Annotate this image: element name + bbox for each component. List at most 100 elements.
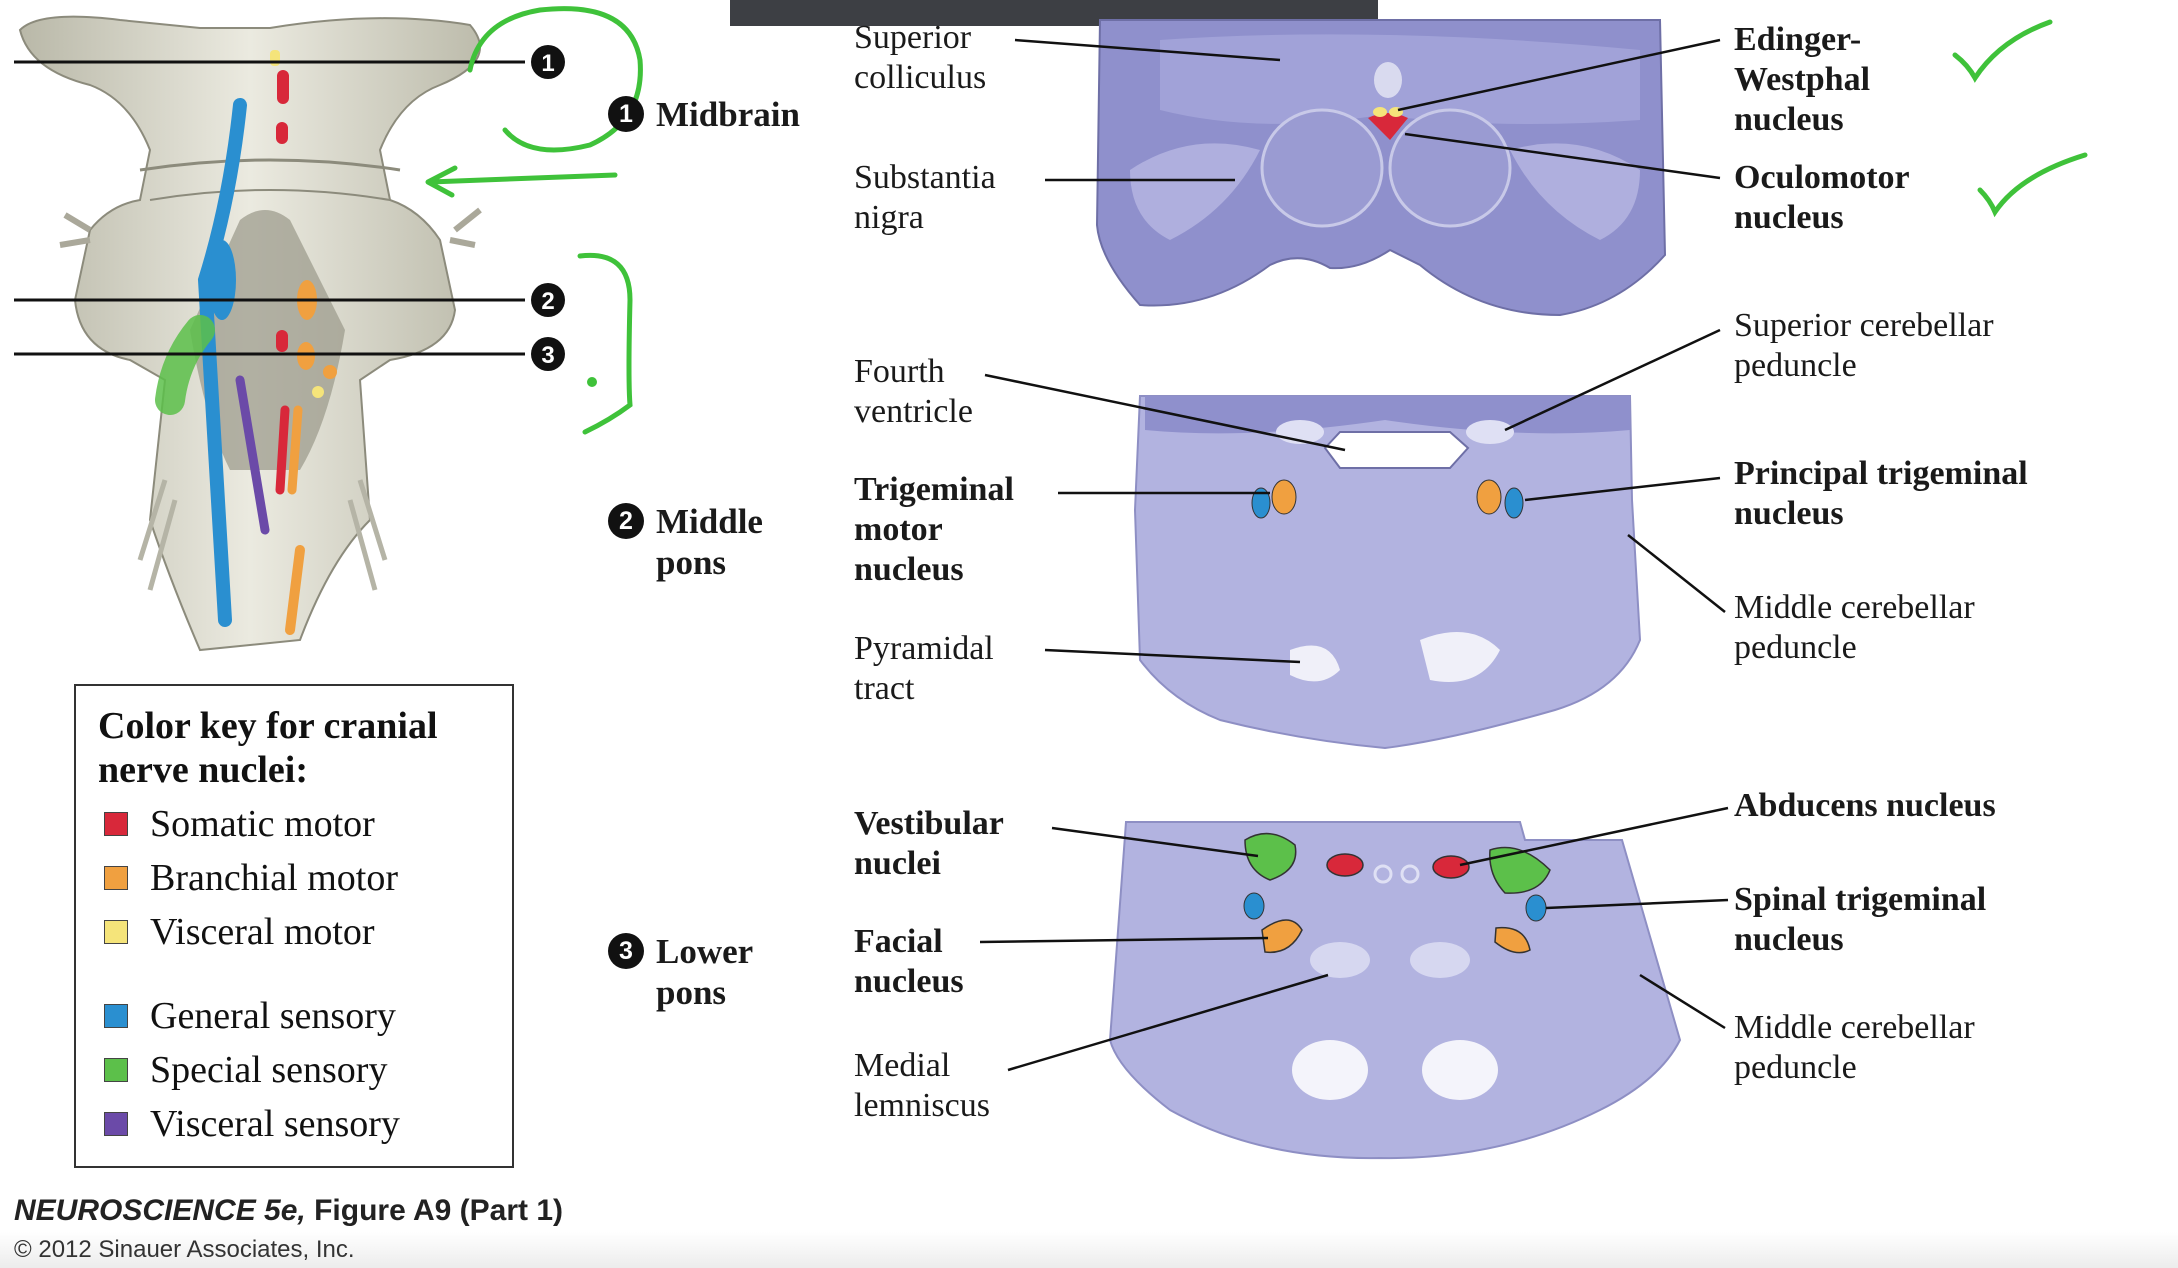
superior-cerebellar-peduncle-right — [1466, 420, 1514, 444]
annotation-bracket — [577, 252, 633, 435]
key-item-general-sensory: General sensory — [104, 994, 396, 1038]
section-number: 3 — [608, 933, 644, 969]
oculomotor-nucleus — [1368, 113, 1408, 140]
figure-caption: NEUROSCIENCE 5e, Figure A9 (Part 1) — [14, 1194, 563, 1228]
section-label: Lower — [656, 932, 754, 971]
label-text: Pyramidal — [854, 630, 994, 667]
label-text: Middle cerebellar — [1734, 1009, 1975, 1046]
label-text: Facial — [854, 923, 943, 960]
label-text: Superior — [854, 19, 972, 56]
color-key: Color key for cranial nerve nuclei: Soma… — [74, 684, 514, 1168]
label-spinal-trigeminal-nucleus: Spinal trigeminal nucleus — [1734, 880, 1986, 960]
nucleus-hypoglossal — [275, 405, 290, 495]
label-text: peduncle — [1734, 347, 1857, 384]
section-middle-pons: 2 Middle pons — [608, 501, 763, 583]
annotation-arrow — [425, 165, 618, 198]
level-marker-2 — [531, 283, 565, 317]
label-text: Principal trigeminal — [1734, 455, 2028, 492]
label-text: Spinal trigeminal — [1734, 881, 1987, 918]
section-midbrain: 1 Midbrain — [608, 94, 800, 135]
cerebellum-edge — [1145, 396, 1630, 434]
section-lower-pons-tissue — [1108, 821, 1682, 1160]
annotation-checkmark — [1952, 19, 2053, 83]
peduncle-line — [139, 158, 401, 172]
label-text: Vestibular — [854, 805, 1004, 842]
spinal-trigeminal-nucleus-right — [1525, 894, 1547, 922]
level-marker-3-text: 3 — [541, 342, 554, 369]
nerve-root — [137, 479, 388, 591]
key-label: Visceral sensory — [150, 1103, 400, 1145]
swatch — [104, 1058, 128, 1082]
label-medial-lemniscus: Medial lemniscus — [854, 1046, 990, 1126]
swatch — [104, 812, 128, 836]
label-text: Trigeminal — [854, 471, 1014, 508]
label-text: peduncle — [1734, 629, 1857, 666]
nucleus-salivatory — [312, 386, 324, 398]
label-trigeminal-motor-nucleus: Trigeminal motor nucleus — [854, 470, 1014, 590]
caption-figure: Figure A9 (Part 1) — [314, 1194, 564, 1227]
nucleus-vestibular — [155, 315, 215, 415]
annotation-checkmark — [1977, 152, 2088, 218]
section-label: pons — [656, 973, 727, 1012]
mlf-right — [1400, 864, 1420, 884]
substantia-nigra-left — [1130, 143, 1260, 240]
trigeminal-motor-nucleus-right — [1476, 479, 1502, 515]
facial-nucleus-right — [1494, 926, 1531, 954]
vestibular-nucleus-left — [1244, 832, 1297, 881]
edinger-westphal-nucleus-left — [1373, 107, 1387, 117]
pyramidal-tract-left — [1290, 645, 1340, 682]
leader-superior-colliculus — [1014, 38, 1281, 62]
label-text: nucleus — [1734, 199, 1844, 236]
leader-middle-cerebellar-3 — [1639, 973, 1726, 1030]
key-item-visceral-sensory: Visceral sensory — [104, 1102, 400, 1146]
nucleus-facial — [297, 342, 315, 370]
substantia-nigra-right — [1510, 143, 1640, 240]
nucleus-trochlear — [276, 122, 288, 144]
label-edinger-westphal-nucleus: Edinger- Westphal nucleus — [1734, 20, 1870, 140]
mlf-left — [1373, 864, 1393, 884]
key-item-somatic-motor: Somatic motor — [104, 802, 375, 846]
nucleus-ambiguus — [287, 405, 303, 495]
label-text: nigra — [854, 199, 924, 236]
label-text: Medial — [854, 1047, 951, 1084]
label-text: colliculus — [854, 59, 987, 96]
key-label: Somatic motor — [150, 803, 375, 845]
leader-lines — [979, 38, 1729, 1072]
label-text: Westphal — [1734, 61, 1871, 98]
section-label: Middle — [656, 502, 763, 541]
swatch — [104, 1112, 128, 1136]
color-key-title-line: Color key for cranial — [98, 705, 438, 747]
leader-vestibular — [1051, 826, 1259, 858]
label-superior-colliculus: Superior colliculus — [854, 18, 986, 98]
leader-abducens — [1459, 806, 1729, 867]
leader-facial — [979, 936, 1269, 944]
level-marker-1-text: 1 — [541, 50, 554, 77]
level-marker-1 — [531, 45, 565, 79]
level-marker-3 — [531, 337, 565, 371]
cross-sections — [979, 19, 2088, 1160]
section-lower-pons: 3 Lower pons — [608, 931, 754, 1013]
red-nucleus-right — [1388, 108, 1512, 228]
pyramidal-tract-lower-right — [1422, 1040, 1498, 1100]
section-number: 1 — [608, 96, 644, 132]
abducens-nucleus-right — [1432, 855, 1470, 879]
label-text: nucleus — [1734, 495, 1844, 532]
level-marker-2-text: 2 — [541, 288, 554, 315]
trigeminal-motor-nucleus-left — [1271, 479, 1297, 515]
label-text: lemniscus — [854, 1087, 990, 1124]
nucleus-oculomotor — [277, 70, 289, 104]
leader-principal-trigeminal — [1524, 476, 1721, 502]
caption-book: NEUROSCIENCE 5e, — [14, 1194, 306, 1227]
key-label: Branchial motor — [150, 857, 398, 899]
leader-edinger-westphal — [1397, 38, 1721, 112]
nucleus-accessory — [285, 545, 305, 635]
label-text: peduncle — [1734, 1049, 1857, 1086]
color-key-title: Color key for cranial nerve nuclei: — [98, 704, 438, 792]
label-text: motor — [854, 511, 943, 548]
label-superior-cerebellar-peduncle: Superior cerebellar peduncle — [1734, 306, 1994, 386]
label-text: nuclei — [854, 845, 941, 882]
label-vestibular-nuclei: Vestibular nuclei — [854, 804, 1004, 884]
annotation-dot — [587, 377, 597, 387]
nucleus-abducens — [276, 330, 288, 352]
key-item-special-sensory: Special sensory — [104, 1048, 387, 1092]
